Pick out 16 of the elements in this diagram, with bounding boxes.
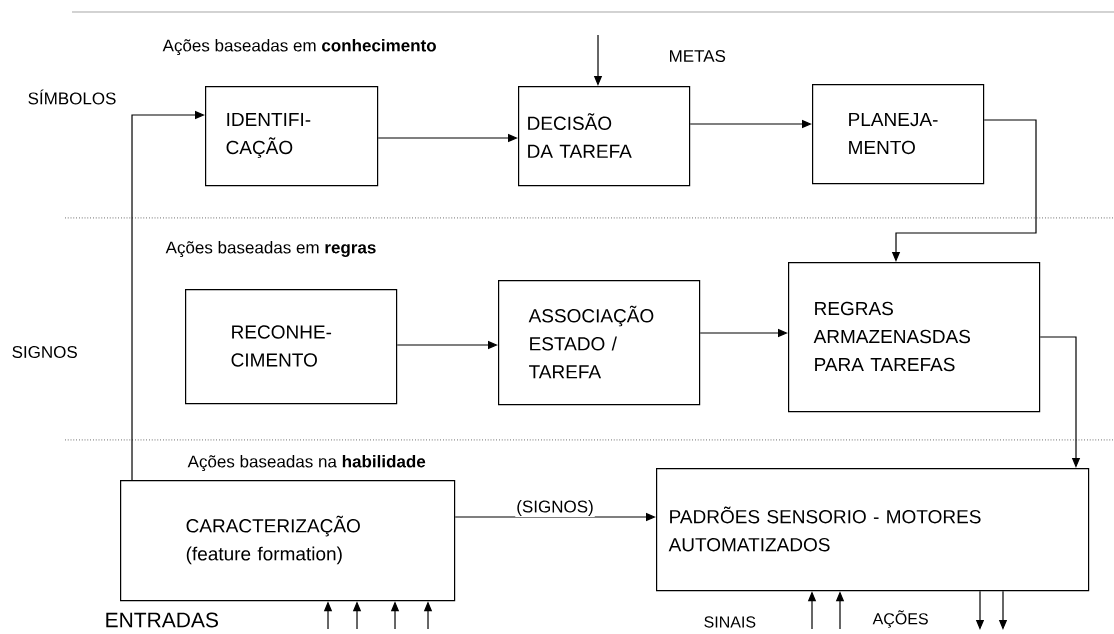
process-box: REGRAS ARMAZENASDAS PARA TAREFAS bbox=[788, 262, 1041, 413]
process-box: ASSOCIAÇÃO ESTADO / TAREFA bbox=[498, 280, 701, 406]
text-label: AÇÕES bbox=[872, 610, 928, 628]
process-box: PADRÕES SENSORIO - MOTORES AUTOMATIZADOS bbox=[656, 468, 1090, 592]
text-label: SIGNOS bbox=[12, 346, 77, 358]
process-box: PLANEJA- MENTO bbox=[812, 84, 985, 185]
process-box: RECONHE- CIMENTO bbox=[185, 289, 398, 405]
process-box: CARACTERIZAÇÃO (feature formation) bbox=[120, 480, 456, 602]
edge-label: (SIGNOS) bbox=[515, 499, 595, 517]
text-label: SINAIS bbox=[704, 616, 756, 628]
process-box: IDENTIFI- CAÇÃO bbox=[205, 86, 379, 187]
edge-label: METAS bbox=[667, 49, 727, 63]
process-box: DECISÃO DA TAREFA bbox=[518, 86, 691, 187]
text-label: Ações baseadas em regras bbox=[165, 241, 376, 257]
text-label: SÍMBOLOS bbox=[28, 89, 116, 105]
text-label: Ações baseadas em conhecimento bbox=[162, 39, 436, 55]
